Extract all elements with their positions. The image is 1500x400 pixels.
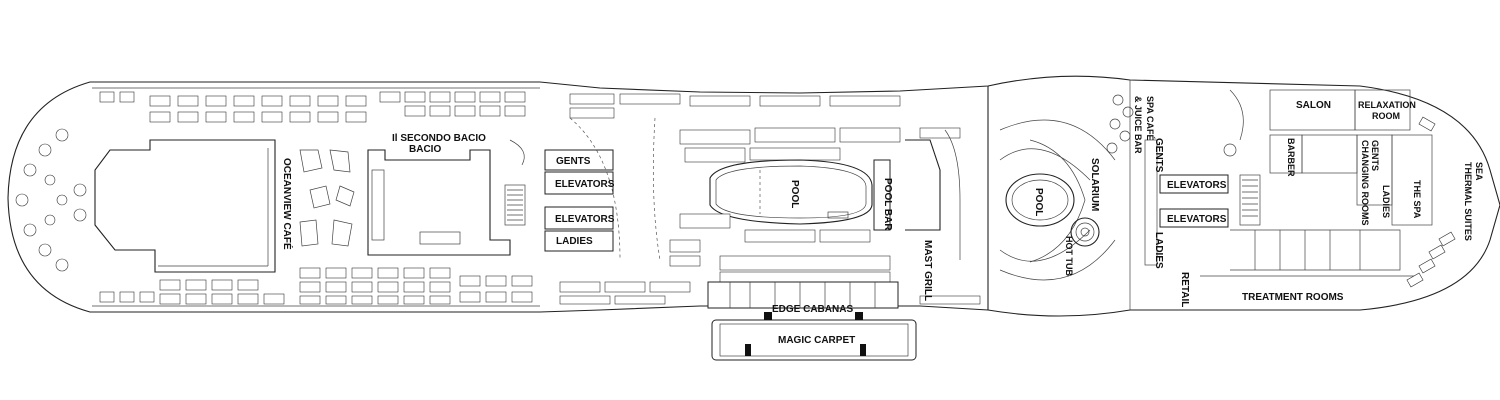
hot-tub	[1070, 217, 1100, 247]
forward-elevator-block	[504, 149, 614, 252]
cafe-seating-bottom	[99, 267, 533, 305]
spa-rooms	[1200, 89, 1433, 277]
pool-bar-counter	[873, 159, 891, 231]
cafe-seating-top	[99, 91, 526, 123]
label-ladies-changing: LADIES	[1381, 185, 1391, 218]
label-sea: SEA	[1474, 162, 1484, 181]
label-elevators-forward-2: ELEVATORS	[555, 214, 615, 225]
pool-deck-loungers-bottom	[559, 213, 981, 305]
label-gents-changing: GENTS	[1370, 140, 1380, 171]
label-solarium: SOLARIUM	[1089, 158, 1100, 211]
pool-deck-loungers-top	[569, 93, 961, 163]
main-pool	[709, 159, 873, 225]
label-changing-rooms: CHANGING ROOMS	[1360, 140, 1370, 226]
solarium-pool	[1005, 173, 1075, 227]
label-pool-bar: POOL BAR	[882, 178, 893, 231]
buffet-area	[94, 139, 276, 273]
edge-cabanas-row	[707, 281, 899, 309]
label-juice-bar: & JUICE BAR	[1133, 96, 1143, 154]
label-ladies-aft: LADIES	[1153, 232, 1164, 269]
label-retail: RETAIL	[1179, 272, 1190, 307]
aft-elevator-block	[1144, 139, 1261, 266]
label-elevators-aft-2: ELEVATORS	[1167, 214, 1227, 225]
label-ladies-forward: LADIES	[556, 236, 593, 247]
label-edge-cabanas: EDGE CABANAS	[772, 304, 853, 315]
label-magic-carpet: MAGIC CARPET	[778, 335, 855, 346]
label-elevators-forward-1: ELEVATORS	[555, 179, 615, 190]
ship-hull	[7, 75, 1500, 317]
label-gents-forward: GENTS	[556, 156, 591, 167]
label-treatment-rooms: TREATMENT ROOMS	[1242, 292, 1344, 303]
label-the-spa: THE SPA	[1412, 180, 1422, 219]
il-secondo-bacio-area	[367, 149, 511, 256]
label-elevators-aft-1: ELEVATORS	[1167, 180, 1227, 191]
cafe-service-islands	[299, 149, 355, 247]
label-hot-tub: HOT TUB	[1064, 236, 1074, 276]
label-oceanview-cafe: OCEANVIEW CAFÉ	[281, 158, 294, 250]
label-il-secondo-bacio: Il SECONDO BACIO	[392, 133, 486, 144]
label-gents-aft: GENTS	[1153, 138, 1164, 173]
label-main-pool: POOL	[789, 180, 800, 208]
label-relaxation-room: ROOM	[1372, 111, 1400, 121]
label-barber: BARBER	[1286, 138, 1296, 177]
spa-cafe-plants	[1106, 94, 1134, 154]
label-bacio-line2: BACIO	[409, 144, 441, 155]
label-relaxation: RELAXATION	[1358, 100, 1416, 110]
label-solarium-pool: POOL	[1033, 188, 1044, 216]
label-salon: SALON	[1296, 100, 1331, 111]
thermal-suite-loungers	[1406, 116, 1456, 288]
label-mast-grill: MAST GRILL	[922, 240, 933, 301]
cafe-round-tables	[15, 128, 87, 272]
label-spa-cafe: SPA CAFÉ	[1145, 96, 1155, 141]
label-thermal-suites: THERMAL SUITES	[1463, 162, 1473, 241]
